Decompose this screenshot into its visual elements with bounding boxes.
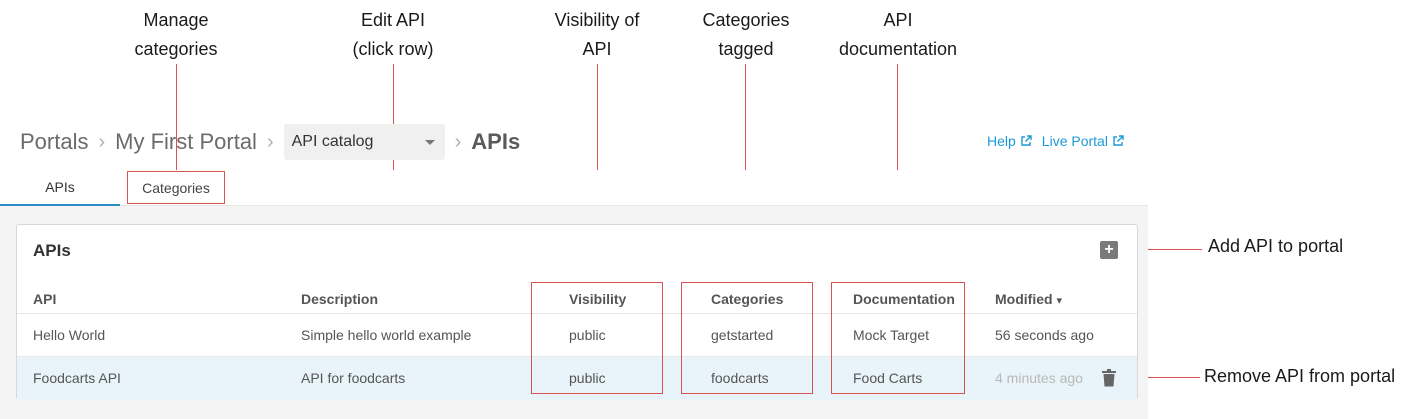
leader-line <box>1120 249 1202 250</box>
tab-bar: APIs Categories <box>0 170 1148 206</box>
breadcrumb-portals[interactable]: Portals <box>20 129 89 154</box>
column-header-modified[interactable]: Modified ▾ <box>995 291 1062 307</box>
leader-line <box>176 64 177 172</box>
column-header-api: API <box>33 291 57 307</box>
plus-icon: + <box>1104 241 1114 258</box>
tab-apis[interactable]: APIs <box>0 170 120 206</box>
cell-documentation: Mock Target <box>853 327 929 343</box>
breadcrumb: Portals › My First Portal › API catalog … <box>20 124 520 160</box>
cell-categories: foodcarts <box>711 370 769 386</box>
help-link[interactable]: Help <box>987 133 1032 149</box>
help-links: Help Live Portal <box>987 133 1124 149</box>
tab-categories[interactable]: Categories <box>142 180 210 196</box>
cell-description: API for foodcarts <box>301 370 406 386</box>
section-select[interactable]: API catalog <box>283 124 445 160</box>
column-header-description: Description <box>301 291 379 307</box>
annotation-categories-tagged: Categories tagged <box>702 10 790 59</box>
external-link-icon <box>1113 135 1124 146</box>
cell-description: Simple hello world example <box>301 327 472 343</box>
column-header-categories: Categories <box>711 291 784 307</box>
cell-visibility: public <box>569 370 606 386</box>
column-header-modified-label: Modified <box>995 291 1053 307</box>
apis-card: APIs + API Description Visibility Catego… <box>16 224 1138 400</box>
cell-modified: 56 seconds ago <box>995 327 1094 343</box>
chevron-right-icon: › <box>454 130 462 153</box>
leader-line <box>1118 377 1200 378</box>
cell-visibility: public <box>569 327 606 343</box>
live-portal-link[interactable]: Live Portal <box>1042 133 1124 149</box>
column-header-documentation: Documentation <box>853 291 955 307</box>
section-select-value: API catalog <box>291 133 374 150</box>
annotation-api-documentation: API documentation <box>838 10 958 59</box>
table-row[interactable]: Foodcarts API API for foodcarts public f… <box>17 356 1137 400</box>
breadcrumb-portal-name[interactable]: My First Portal <box>115 129 257 154</box>
add-api-button[interactable]: + <box>1100 241 1118 259</box>
page-title: APIs <box>471 129 521 154</box>
live-portal-link-label: Live Portal <box>1041 133 1108 149</box>
annotation-add-api: Add API to portal <box>1208 236 1344 256</box>
cell-api: Foodcarts API <box>33 370 121 386</box>
sort-desc-icon: ▾ <box>1056 295 1062 307</box>
cell-documentation: Food Carts <box>853 370 923 386</box>
cell-categories: getstarted <box>711 327 774 343</box>
chevron-right-icon: › <box>98 130 106 153</box>
annotation-remove-api: Remove API from portal <box>1204 366 1396 386</box>
annotation-manage-categories: Manage categories <box>134 10 218 59</box>
card-title: APIs <box>33 241 71 260</box>
external-link-icon <box>1021 135 1032 146</box>
cell-api: Hello World <box>33 327 106 343</box>
cell-modified: 4 minutes ago <box>995 370 1083 386</box>
trash-icon[interactable] <box>1102 369 1116 387</box>
dropdown-caret-icon <box>424 139 435 145</box>
annotation-visibility: Visibility of API <box>554 10 640 59</box>
annotation-edit-api: Edit API (click row) <box>352 10 434 59</box>
column-header-visibility: Visibility <box>569 291 627 307</box>
chevron-right-icon: › <box>266 130 274 153</box>
table-row[interactable]: Hello World Simple hello world example p… <box>17 313 1137 355</box>
help-link-label: Help <box>987 133 1016 149</box>
